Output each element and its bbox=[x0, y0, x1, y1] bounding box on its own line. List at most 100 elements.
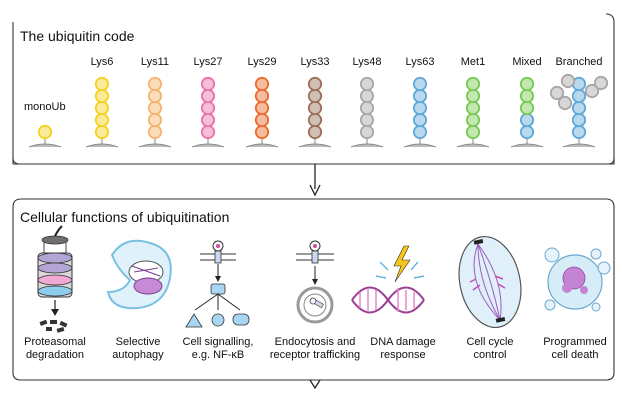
ubiquitin-bead bbox=[465, 100, 481, 116]
ubiquitin-bead bbox=[200, 88, 216, 104]
function-label-line2: response bbox=[380, 349, 426, 361]
panel-1-frame bbox=[12, 13, 615, 165]
substrate-base bbox=[456, 143, 490, 148]
substrate-base bbox=[403, 143, 437, 148]
ubiquitin-bead bbox=[254, 88, 270, 104]
chain-label: Mixed bbox=[512, 56, 542, 68]
signalling-icon bbox=[185, 240, 250, 328]
function-label-line2: cell death bbox=[551, 349, 599, 361]
ubiquitin-bead bbox=[147, 124, 163, 140]
ubiquitin-bead bbox=[359, 124, 375, 140]
ubiquitin-bead bbox=[519, 76, 535, 92]
ubiquitin-bead bbox=[519, 112, 535, 128]
ubiquitin-bead bbox=[465, 76, 481, 92]
function-label-line1: Proteasomal bbox=[24, 336, 86, 348]
substrate-base bbox=[28, 143, 62, 148]
function-label-line1: Selective bbox=[115, 336, 161, 348]
substrate-base bbox=[138, 143, 172, 148]
function-label-line1: Cell signalling, bbox=[182, 336, 254, 348]
function-label-line1: Programmed bbox=[543, 336, 607, 348]
ubiquitin-bead bbox=[412, 124, 428, 140]
ubiquitin-bead bbox=[200, 76, 216, 92]
mono-ub-label: monoUb bbox=[24, 101, 66, 113]
ubiquitin-bead bbox=[571, 124, 587, 140]
ubiquitin-bead bbox=[94, 76, 110, 92]
ubiquitin-bead bbox=[571, 100, 587, 116]
ubiquitin-bead bbox=[359, 100, 375, 116]
autophagy-icon bbox=[106, 239, 172, 310]
ubiquitin-bead bbox=[307, 100, 323, 116]
ubiquitin-bead bbox=[519, 100, 535, 116]
ubiquitin-bead bbox=[359, 112, 375, 128]
ubiquitin-bead bbox=[94, 112, 110, 128]
chain-label: Lys11 bbox=[140, 56, 170, 68]
substrate-base bbox=[510, 143, 544, 148]
ubiquitin-bead bbox=[147, 100, 163, 116]
function-label-line2: receptor trafficking bbox=[269, 349, 361, 361]
endocytosis-icon bbox=[296, 240, 334, 324]
chain-label: Lys29 bbox=[247, 56, 277, 68]
function-label-line1: Cell cycle bbox=[466, 336, 514, 348]
ubiquitin-bead bbox=[147, 88, 163, 104]
ubiquitin-bead bbox=[560, 73, 576, 89]
substrate-base bbox=[350, 143, 384, 148]
ubiquitin-bead bbox=[200, 112, 216, 128]
panel-2-frame bbox=[12, 198, 615, 381]
ubiquitin-bead bbox=[254, 76, 270, 92]
ubiquitin-bead bbox=[307, 76, 323, 92]
ubiquitin-bead bbox=[571, 88, 587, 104]
ubiquitin-bead bbox=[412, 100, 428, 116]
substrate-base bbox=[562, 143, 596, 148]
chain-label: Branched bbox=[555, 56, 603, 68]
ubiquitin-bead bbox=[584, 83, 600, 99]
ubiquitin-bead bbox=[571, 112, 587, 128]
ubiquitin-bead bbox=[307, 112, 323, 128]
ubiquitin-bead bbox=[557, 95, 573, 111]
ubiquitin-bead bbox=[465, 124, 481, 140]
chain-bases bbox=[28, 138, 596, 148]
dna-damage-icon bbox=[351, 245, 425, 314]
ubiquitin-bead bbox=[519, 124, 535, 140]
connector-arrowhead bbox=[309, 184, 321, 197]
panel-1-title: The ubiquitin code bbox=[20, 28, 135, 44]
substrate-base bbox=[245, 143, 279, 148]
ubiquitin-bead bbox=[200, 100, 216, 116]
ubiquitin-bead bbox=[200, 124, 216, 140]
ubiquitin-bead bbox=[549, 85, 565, 101]
substrate-base bbox=[85, 143, 119, 148]
panel-2-title: Cellular functions of ubiquitination bbox=[20, 209, 230, 225]
ubiquitin-bead bbox=[94, 88, 110, 104]
chain-label: Lys33 bbox=[300, 56, 330, 68]
ubiquitin-bead bbox=[307, 124, 323, 140]
ubiquitin-bead bbox=[94, 124, 110, 140]
chain-label: Lys27 bbox=[193, 56, 223, 68]
ubiquitin-bead bbox=[412, 88, 428, 104]
ubiquitin-bead bbox=[147, 76, 163, 92]
chain-label: Met1 bbox=[460, 56, 486, 68]
ubiquitin-bead bbox=[465, 88, 481, 104]
ubiquitin-bead bbox=[412, 112, 428, 128]
ubiquitin-bead bbox=[465, 112, 481, 128]
ubiquitin-bead bbox=[254, 100, 270, 116]
ubiquitin-bead bbox=[412, 76, 428, 92]
ubiquitin-bead bbox=[254, 124, 270, 140]
panel-1-bottom bbox=[12, 157, 615, 165]
chain-label: Lys63 bbox=[405, 56, 435, 68]
function-label-line1: Endocytosis and bbox=[274, 336, 356, 348]
substrate-base bbox=[191, 143, 225, 148]
ubiquitin-bead bbox=[359, 76, 375, 92]
ubiquitin-chains bbox=[37, 73, 609, 140]
ubiquitin-bead bbox=[359, 88, 375, 104]
function-label-line2: autophagy bbox=[112, 349, 164, 361]
ubiquitin-bead bbox=[593, 75, 609, 91]
cell-death-icon bbox=[544, 247, 611, 312]
function-label-line1: DNA damage bbox=[370, 336, 436, 348]
ubiquitin-bead bbox=[254, 112, 270, 128]
function-label-line2: degradation bbox=[25, 349, 85, 361]
ubiquitin-bead bbox=[307, 88, 323, 104]
